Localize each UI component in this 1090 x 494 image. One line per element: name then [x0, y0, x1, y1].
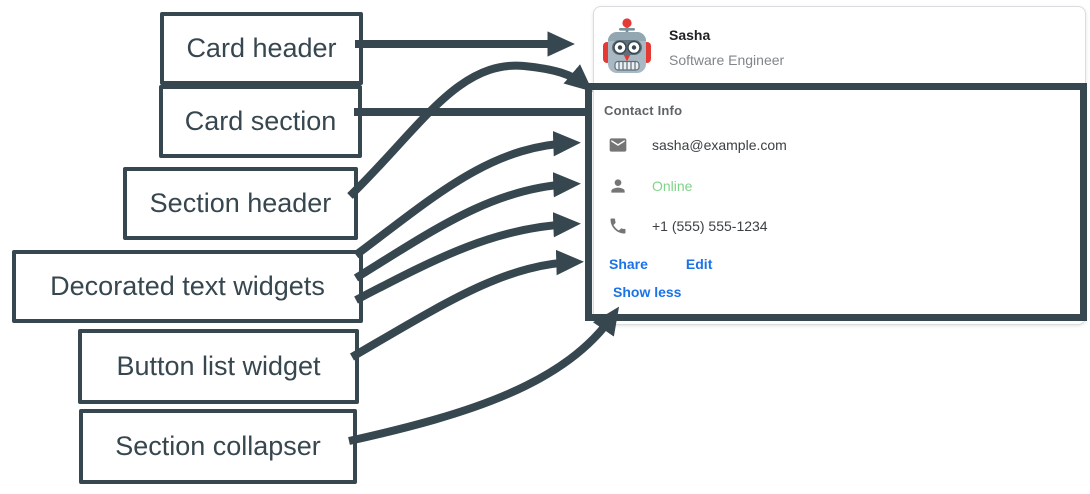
- status-text: Online: [652, 178, 693, 194]
- arrow-section-collapser: [348, 306, 620, 445]
- section-header-title: Contact Info: [604, 103, 683, 118]
- section-collapser-link[interactable]: Show less: [613, 284, 682, 300]
- arrow-decorated-status: [353, 172, 581, 282]
- decorated-text-status-row: Online: [608, 176, 692, 196]
- robot-avatar-icon: [603, 17, 651, 75]
- label-button-list-widget: Button list widget: [78, 329, 359, 404]
- arrow-decorated-phone: [354, 212, 581, 304]
- label-decorated-text-widgets: Decorated text widgets: [12, 250, 363, 323]
- label-card-section: Card section: [159, 85, 362, 158]
- decorated-text-email-row: sasha@example.com: [608, 135, 787, 155]
- decorated-text-phone-row: +1 (555) 555-1234: [608, 216, 768, 236]
- contact-name: Sasha: [669, 27, 711, 43]
- arrow-decorated-email: [353, 131, 581, 259]
- phone-text: +1 (555) 555-1234: [652, 218, 768, 234]
- label-section-header: Section header: [123, 167, 358, 240]
- share-button[interactable]: Share: [609, 256, 648, 272]
- phone-icon: [608, 216, 628, 236]
- button-list: Share Edit: [609, 256, 712, 272]
- edit-button[interactable]: Edit: [685, 256, 713, 272]
- card-header: Sasha Software Engineer: [594, 7, 1085, 85]
- person-icon: [608, 176, 628, 196]
- label-card-header: Card header: [160, 12, 363, 85]
- arrow-section-header: [347, 61, 593, 199]
- contact-card: Sasha Software Engineer Contact Info sas…: [593, 6, 1086, 325]
- label-section-collapser: Section collapser: [79, 409, 357, 484]
- arrow-button-list: [349, 249, 584, 361]
- email-icon: [608, 135, 628, 155]
- contact-subtitle: Software Engineer: [669, 52, 785, 68]
- email-text: sasha@example.com: [652, 137, 787, 153]
